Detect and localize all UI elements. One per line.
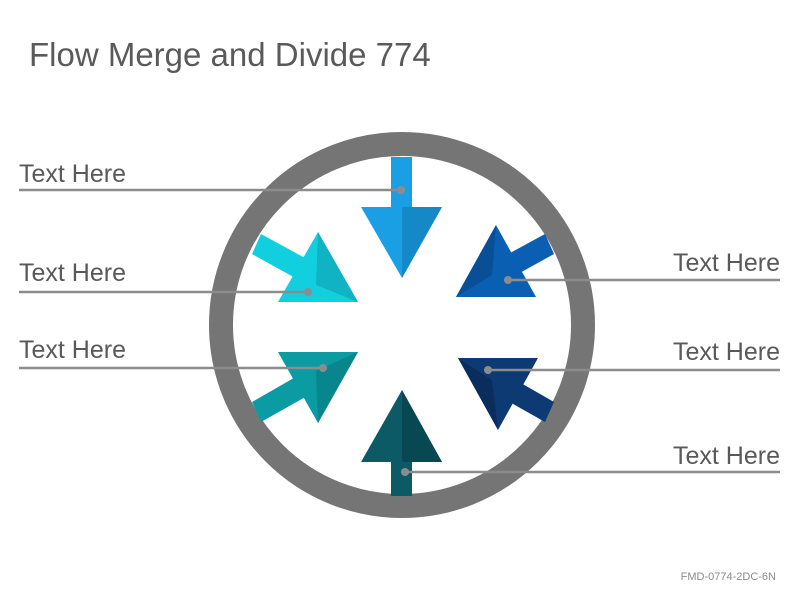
label-left-top[interactable]: Text Here	[19, 160, 126, 188]
page-title: Flow Merge and Divide 774	[29, 36, 431, 73]
connector-lines	[19, 188, 780, 474]
label-right-top[interactable]: Text Here	[673, 249, 780, 277]
label-left-bottom[interactable]: Text Here	[19, 336, 126, 364]
arrow-top[interactable]	[361, 157, 442, 278]
dot-left-top	[397, 186, 405, 194]
arrow-upper-left[interactable]	[252, 232, 358, 302]
dot-right-bottom	[401, 468, 409, 476]
outer-ring	[209, 132, 595, 518]
dot-right-middle	[484, 366, 492, 374]
label-left-middle[interactable]: Text Here	[19, 259, 126, 287]
dot-left-bottom	[319, 364, 327, 372]
arrow-bottom[interactable]	[361, 390, 442, 496]
label-right-bottom[interactable]: Text Here	[673, 442, 780, 470]
dot-right-top	[504, 276, 512, 284]
dot-left-middle	[304, 288, 312, 296]
arrow-lower-right[interactable]	[458, 358, 554, 430]
arrow-upper-right[interactable]	[456, 225, 554, 297]
arrow-lower-left[interactable]	[252, 352, 358, 423]
label-right-middle[interactable]: Text Here	[673, 338, 780, 366]
connector-dots	[304, 186, 512, 476]
footer-code: FMD-0774-2DC-6N	[680, 571, 776, 583]
